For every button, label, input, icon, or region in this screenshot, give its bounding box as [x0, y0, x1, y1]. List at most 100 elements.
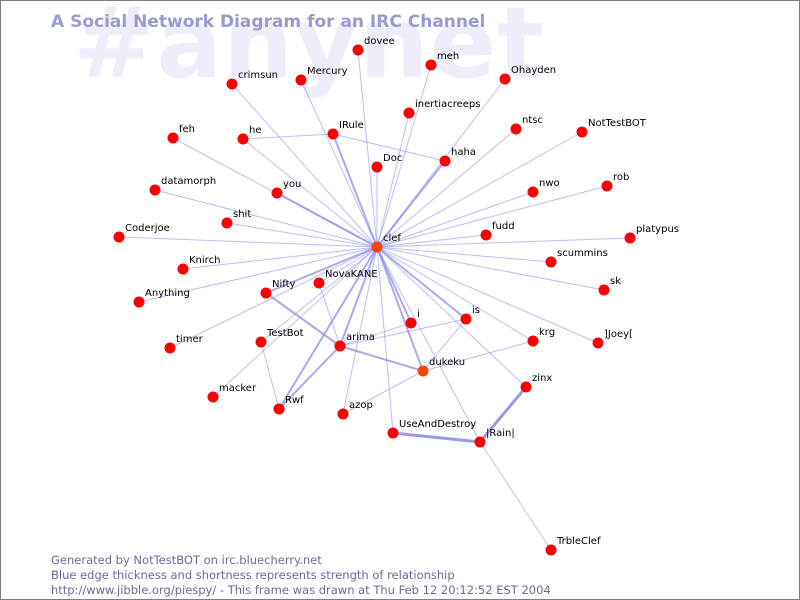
node-dot [149, 184, 161, 196]
node-label: inertiacreeps [415, 99, 480, 110]
edge-clef-macker [212, 246, 378, 398]
node-label: IRule [339, 120, 364, 131]
node-dot [313, 277, 325, 289]
node-dot [295, 74, 307, 86]
node-dot [273, 403, 285, 415]
edge-clef-rwf [278, 246, 378, 410]
node-label: rob [613, 172, 629, 183]
node-ntsc: ntsc [510, 115, 543, 135]
node-is: is [460, 305, 480, 325]
node-label: macker [219, 383, 257, 394]
node-label: arima [346, 332, 375, 343]
node-label: sk [610, 276, 621, 287]
node-he: he [237, 125, 262, 145]
node-label: dukeku [429, 357, 465, 368]
node-dot [352, 44, 364, 56]
edge-clef-zinx [376, 246, 527, 388]
node-label: scummins [557, 248, 608, 259]
footer-url-timestamp: http://www.jibble.org/piespy/ - This fra… [51, 583, 551, 597]
edge-clef-dukeku [376, 246, 424, 372]
edge-dukeku-krg [422, 340, 534, 372]
node-dot [545, 544, 557, 556]
node-haha: haha [439, 147, 476, 167]
node-label: TrbleClef [556, 536, 601, 547]
edge-clef-useanddestroy [376, 246, 394, 434]
node-dot [601, 180, 613, 192]
edge-clef-irule [332, 133, 378, 248]
node-i: i [405, 309, 420, 329]
node-dot [499, 73, 511, 85]
footer-generated-by: Generated by NotTestBOT on irc.bluecherr… [51, 553, 322, 567]
node-dot [624, 232, 636, 244]
node-dot [337, 408, 349, 420]
node-dot [405, 317, 417, 329]
channel-watermark: #anynet [73, 0, 545, 101]
edge-useanddestroy-rain [392, 431, 481, 444]
node-anything: Anything [133, 288, 190, 308]
node-label: timer [176, 334, 204, 345]
node-dot [592, 337, 604, 349]
edge-clef-rain [376, 246, 481, 443]
node-dot [207, 391, 219, 403]
edge-clef-shit [226, 222, 378, 248]
edge-clef-dovee [357, 49, 378, 248]
node-scummins: scummins [545, 248, 608, 268]
footer: Generated by NotTestBOT on irc.bluecherr… [51, 553, 551, 598]
node-novakane: NovaKANE [313, 269, 378, 289]
node-label: UseAndDestroy [399, 419, 476, 430]
node-doc: Doc [371, 153, 402, 173]
edge-clef-rob [376, 185, 608, 248]
edge-clef-anything [138, 246, 378, 303]
node-dot [113, 231, 125, 243]
edge-clef-platypus [376, 237, 631, 248]
node-label: crimsun [238, 70, 278, 81]
edge-clef-sk [376, 246, 605, 291]
edge-clef-meh [376, 64, 432, 248]
node-label: fudd [492, 221, 515, 232]
node-arima: arima [334, 332, 375, 352]
node-fudd: fudd [480, 221, 515, 241]
node-dot [164, 342, 176, 354]
node-label: zinx [532, 373, 552, 384]
node-dot [403, 107, 415, 119]
edge-clef-you [276, 192, 378, 248]
node-nottestbot: NotTestBOT [576, 118, 647, 138]
edge-clef-testbot [260, 246, 378, 343]
node-label: Nifty [272, 279, 296, 290]
node-shit: shit [221, 209, 251, 229]
node-dot [237, 133, 249, 145]
node-testbot: TestBot [255, 328, 304, 348]
node-label: azop [349, 400, 373, 411]
node-dot [460, 313, 472, 325]
node-dot [133, 296, 145, 308]
node-label: TestBot [266, 328, 304, 339]
edge-nifty-arima [265, 292, 341, 347]
node-dot [474, 436, 486, 448]
node-krg: krg [527, 327, 555, 347]
node-dot [371, 241, 383, 253]
edge-clef-nottestbot [376, 131, 583, 248]
edge-clef-azop [342, 246, 378, 415]
edge-arima-rwf [278, 345, 341, 410]
node-label: clef [383, 233, 401, 244]
node-label: ntsc [522, 115, 543, 126]
node-ohayden: Ohayden [499, 65, 556, 85]
node-rain: |Rain| [474, 428, 515, 448]
node-label: Ohayden [511, 65, 556, 76]
node-label: feh [179, 124, 195, 135]
edge-he-irule [242, 133, 334, 140]
node-label: Doc [383, 153, 402, 164]
node-you: you [271, 179, 301, 199]
node-nwo: nwo [527, 178, 560, 198]
node-dot [520, 381, 532, 393]
node-dot [598, 284, 610, 296]
node-platypus: platypus [624, 224, 679, 244]
diagram-title: A Social Network Diagram for an IRC Chan… [51, 12, 486, 32]
node-dot [439, 155, 451, 167]
node-label: is [472, 305, 480, 316]
node-inertiacreeps: inertiacreeps [403, 99, 480, 119]
node-dot [527, 186, 539, 198]
edge-clef-krg [376, 246, 534, 342]
